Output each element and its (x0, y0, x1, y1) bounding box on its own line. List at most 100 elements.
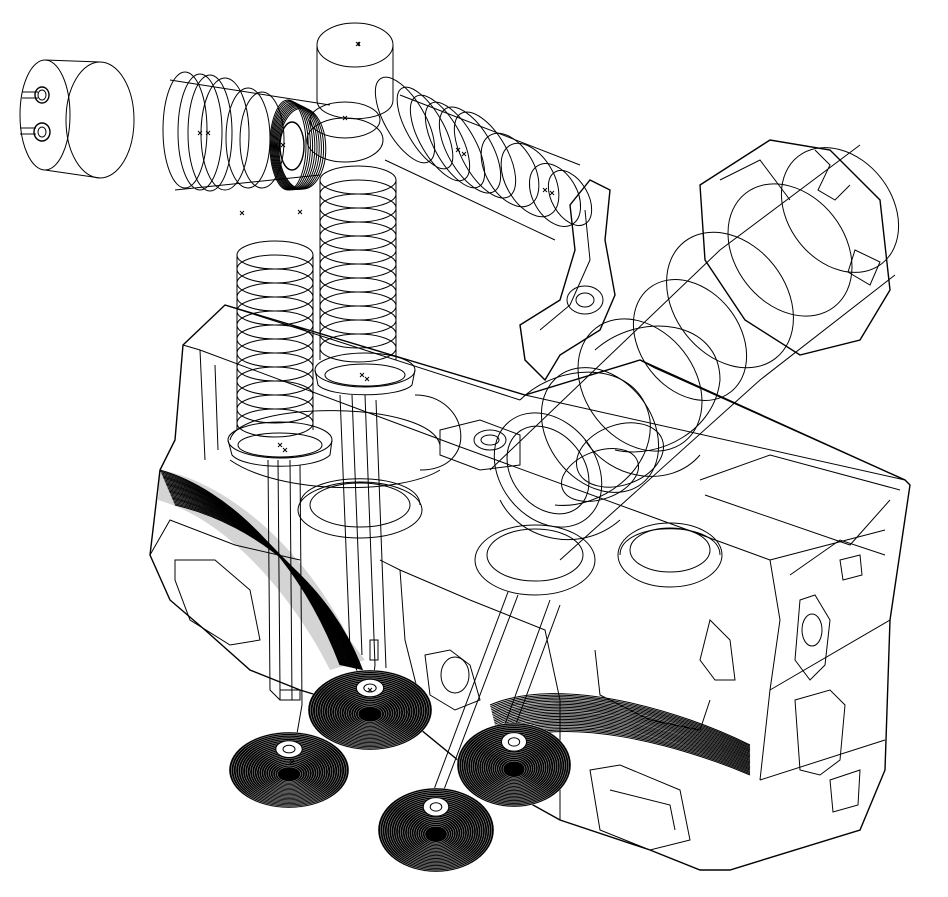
disc-stem-hole (429, 802, 443, 812)
port-stripe (496, 717, 751, 765)
disc-ring (382, 791, 490, 870)
valve-disc-rear-right (456, 722, 572, 808)
valve-spring-stack-horizontal (162, 71, 331, 192)
disc-ring (265, 758, 313, 788)
disc-ring (312, 673, 428, 748)
spring-ring (187, 74, 233, 192)
exhaust-valve-spring-assembly (314, 165, 416, 396)
marker-cross (549, 190, 555, 196)
port-stripe (494, 712, 751, 762)
spring-ring (162, 71, 208, 189)
disc-ring (463, 728, 565, 803)
port-stripe (496, 718, 751, 766)
disc-ring (350, 701, 390, 727)
disc-ring (231, 733, 347, 807)
port-stripe (494, 711, 751, 760)
disc-ring (388, 796, 484, 866)
marker-cross (277, 442, 283, 448)
spring-ring (424, 101, 486, 189)
spring-coil (236, 394, 314, 424)
sensor-cylinder (19, 59, 135, 179)
disc-ring (317, 676, 423, 745)
port-stripe (493, 706, 751, 757)
port-stripe (489, 693, 751, 746)
marker-cross (205, 130, 211, 136)
port-stripe (491, 700, 751, 752)
marker-cross (359, 372, 365, 378)
disc-ring (467, 731, 561, 801)
disc-ring (491, 751, 537, 785)
disc-ring (496, 755, 532, 782)
disc-ring (345, 697, 395, 729)
reference-markers (197, 41, 555, 765)
rocker-arm (519, 179, 616, 382)
disc-ring (277, 766, 301, 782)
disc-ring (422, 824, 450, 844)
port-stripe (493, 708, 751, 758)
marker-cross (273, 142, 279, 148)
disc-stem-seat (500, 732, 528, 752)
spring-ring (409, 94, 471, 182)
disc-ring (314, 675, 426, 747)
marker-cross (367, 687, 373, 693)
disc-ring (461, 726, 567, 805)
disc-ring (357, 706, 383, 723)
disc-ring (353, 702, 387, 725)
dense-ring-core (279, 121, 305, 171)
port-stripe (494, 709, 751, 759)
disc-ring (348, 699, 392, 728)
disc-stem-seat (275, 740, 303, 758)
disc-ring (417, 820, 455, 847)
valve-tappet (306, 22, 394, 163)
disc-ring (413, 816, 459, 850)
marker-cross (364, 376, 370, 382)
disc-ring (386, 795, 486, 867)
port-stripe (492, 703, 751, 754)
disc-stem-hole (363, 683, 377, 693)
marker-cross (461, 151, 467, 157)
spring-coil (319, 333, 397, 363)
dense-seal-ring (269, 99, 327, 191)
marker-cross (280, 142, 286, 148)
marker-cross (542, 187, 548, 193)
disc-stem-seat (422, 797, 450, 817)
disc-ring (310, 671, 430, 749)
spring-ring (177, 73, 223, 191)
disc-ring (456, 722, 572, 808)
dense-ring-line (278, 107, 327, 190)
disc-ring (233, 735, 345, 806)
disc-ring (270, 761, 308, 786)
spring-ring (438, 106, 502, 194)
intake-valve-spring-assembly (227, 240, 333, 467)
spring-coil (236, 408, 314, 438)
valve-disc-front-right (307, 669, 433, 751)
disc-ring (272, 763, 306, 785)
marker-cross (197, 130, 203, 136)
disc-ring (319, 678, 421, 744)
spring-ring (396, 86, 454, 170)
disc-ring (268, 760, 310, 787)
spring-ring (500, 142, 560, 218)
disc-ring (274, 765, 304, 783)
valve-disc-front-left (228, 731, 350, 809)
disc-ring (238, 738, 340, 804)
marker-cross (455, 147, 461, 153)
spring-ring (200, 77, 250, 191)
valve-stems (267, 394, 561, 801)
marker-cross (342, 115, 348, 121)
spring-ring (528, 163, 582, 227)
spring-ring (480, 132, 540, 208)
disc-ring (498, 757, 530, 781)
spring-ring (547, 170, 593, 226)
port-stripe (491, 699, 751, 751)
disc-ring (420, 822, 452, 846)
marker-cross (239, 210, 245, 216)
disc-ring (465, 730, 563, 802)
disc-ring (500, 759, 528, 779)
marker-cross (282, 447, 288, 453)
spring-ring (453, 111, 517, 199)
spring-ring (374, 76, 436, 164)
disc-ring (228, 731, 350, 809)
spring-ring (239, 91, 285, 189)
